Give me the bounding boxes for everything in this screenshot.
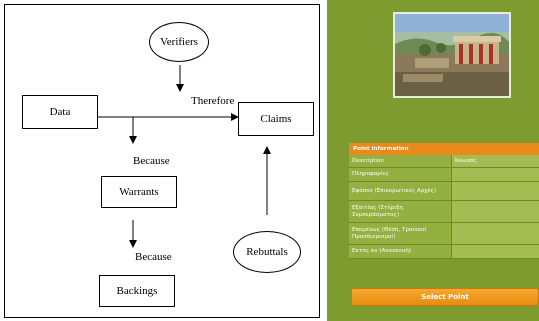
info-value-field[interactable] (451, 168, 539, 181)
label-therefore: Therefore (191, 95, 235, 107)
node-backings: Backings (99, 275, 175, 307)
info-label: Description (349, 155, 451, 167)
knossos-palace-photo (393, 12, 511, 98)
info-row-description: Description Κνωσός (349, 155, 539, 168)
point-info-header: Point Information (349, 143, 539, 155)
label-because-1: Because (133, 155, 170, 167)
info-row-verifiers: Εφόσον (Επικυρωτικές Αρχές) (349, 182, 539, 201)
info-label: Εξαιτίας (Στήριξη Συμπεράσματος) (349, 201, 451, 222)
point-info-table: Point Information Description Κνωσός Πλη… (349, 143, 539, 259)
info-row-warrants: Εξαιτίας (Στήριξη Συμπεράσματος) (349, 201, 539, 223)
point-panel: Point Information Description Κνωσός Πλη… (327, 0, 539, 321)
info-value-field[interactable]: Κνωσός (451, 155, 539, 167)
info-row-claims: Επομένως (Θέση, Τρανικοί Προσδιορισμοί) (349, 223, 539, 245)
info-label: Εκτός αν (Ανασκευή) (349, 245, 451, 258)
label-because-2: Because (135, 251, 172, 263)
info-label: Πληροφορίες (349, 168, 451, 181)
node-warrants: Warrants (101, 176, 177, 208)
info-label: Επομένως (Θέση, Τρανικοί Προσδιορισμοί) (349, 223, 451, 244)
node-verifiers: Verifiers (149, 22, 209, 62)
toulmin-diagram: Verifiers Data Claims Warrants Backings … (4, 4, 320, 318)
info-row-rebuttals: Εκτός αν (Ανασκευή) (349, 245, 539, 259)
info-value-field[interactable] (451, 245, 539, 258)
info-row-information: Πληροφορίες (349, 168, 539, 182)
info-value-field[interactable] (451, 201, 539, 222)
diagram-connectors (98, 65, 271, 248)
info-label: Εφόσον (Επικυρωτικές Αρχές) (349, 182, 451, 200)
info-value-field[interactable] (451, 182, 539, 200)
select-point-button[interactable]: Select Point (351, 288, 539, 306)
node-rebuttals: Rebuttals (233, 231, 301, 273)
info-value-field[interactable] (451, 223, 539, 244)
node-data: Data (22, 95, 98, 129)
node-claims: Claims (238, 102, 314, 136)
